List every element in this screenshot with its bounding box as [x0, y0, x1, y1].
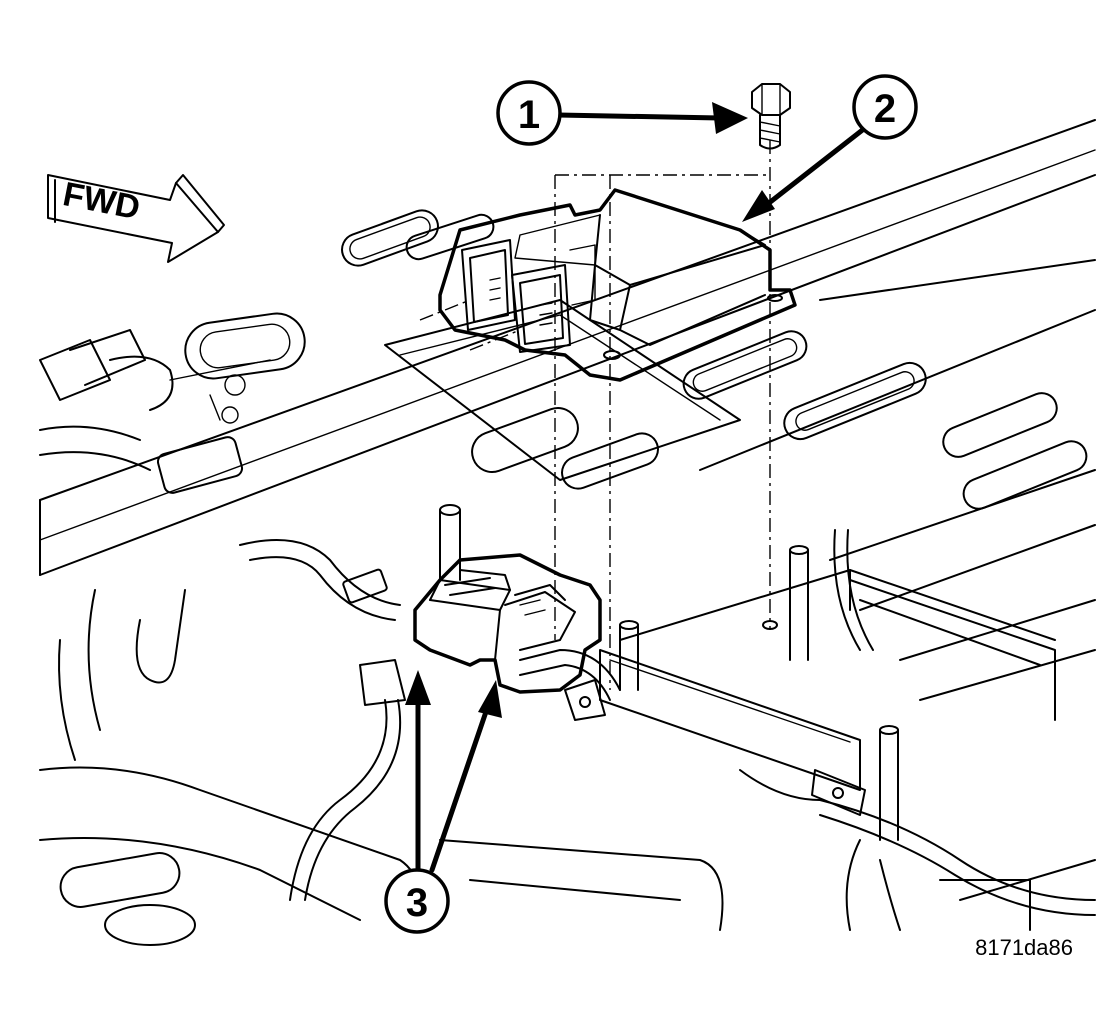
- leader-arrowheads: [405, 102, 775, 718]
- callout-3-number: 3: [406, 881, 428, 925]
- fwd-label: FWD: [60, 175, 143, 227]
- callout-1-number: 1: [518, 93, 540, 137]
- floor-pan: [39, 119, 1096, 946]
- module-mounting-bracket: [384, 299, 741, 481]
- callout-1: 1: [496, 80, 562, 146]
- alignment-lines: [419, 140, 778, 690]
- callout-2-number: 2: [874, 87, 896, 131]
- airbag-control-module: [438, 188, 797, 382]
- wire-harness-connectors: [413, 553, 621, 721]
- forward-direction-arrow: FWD: [47, 174, 225, 263]
- bolt: [751, 83, 791, 150]
- figure-id: 8171da86: [975, 935, 1073, 960]
- callout-3: 3: [384, 868, 450, 934]
- leader-lines: [415, 112, 868, 873]
- callout-2: 2: [852, 74, 918, 140]
